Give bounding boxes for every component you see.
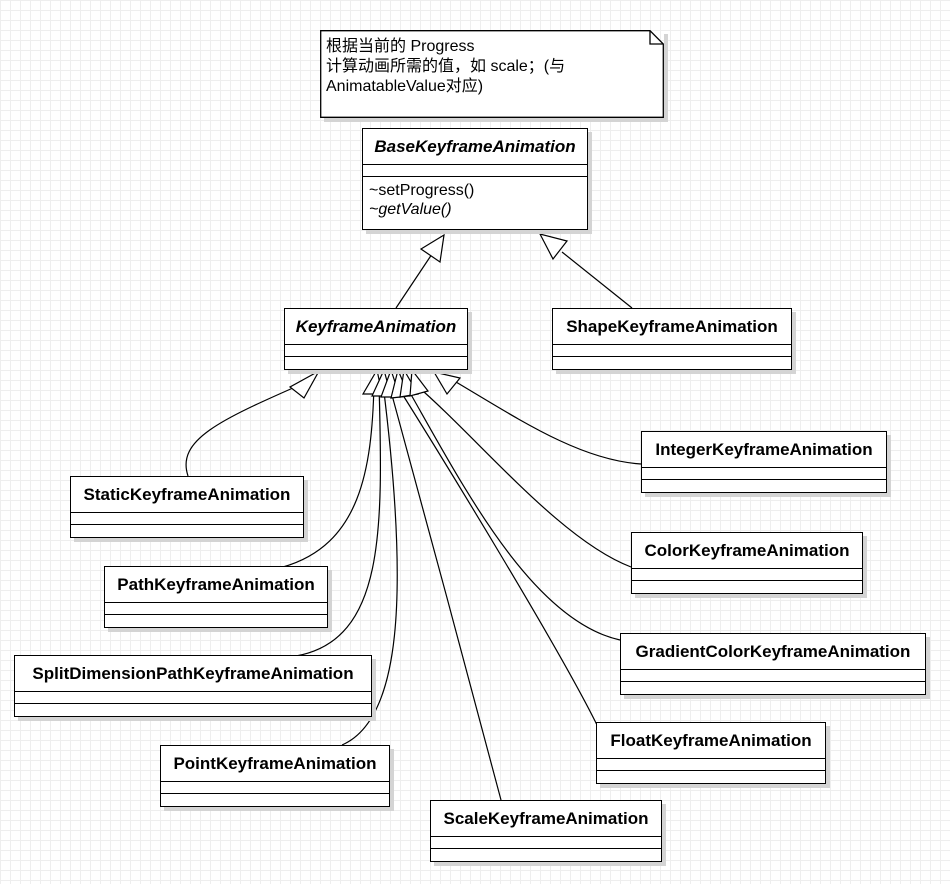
operations-compartment [105,615,327,627]
class-name: ShapeKeyframeAnimation [553,309,791,345]
arrowhead-keyframe-1 [288,369,321,399]
generalization-point-to-keyframe [341,383,398,746]
attributes-compartment [553,345,791,357]
operations-compartment [71,525,303,537]
operations-compartment [161,794,389,806]
class-name: FloatKeyframeAnimation [597,723,825,759]
generalization-integer-to-keyframe [455,381,642,465]
note-line: 计算动画所需的值，如 scale；(与 [326,58,566,75]
operations-compartment [15,704,371,716]
class-name: KeyframeAnimation [285,309,467,345]
operations-compartment [642,480,886,492]
operations-compartment [632,581,862,593]
operations-compartment: ~setProgress() ~getValue() [363,177,587,223]
class-base-keyframe-animation[interactable]: BaseKeyframeAnimation ~setProgress() ~ge… [362,128,588,230]
attributes-compartment [597,759,825,771]
class-static-keyframe-animation[interactable]: StaticKeyframeAnimation [70,476,304,538]
attributes-compartment [285,345,467,357]
class-path-keyframe-animation[interactable]: PathKeyframeAnimation [104,566,328,628]
attributes-compartment [621,670,925,682]
generalization-keyframe-to-base [395,253,433,309]
operations-compartment [597,771,825,783]
operations-compartment [285,357,467,369]
operation-get-value: ~getValue() [369,201,452,218]
generalization-scale-to-keyframe [388,383,502,801]
class-name: IntegerKeyframeAnimation [642,432,886,468]
class-float-keyframe-animation[interactable]: FloatKeyframeAnimation [596,722,826,784]
class-gradient-color-keyframe-animation[interactable]: GradientColorKeyframeAnimation [620,633,926,695]
attributes-compartment [15,692,371,704]
generalization-gradient-to-keyframe [404,383,621,641]
attributes-compartment [71,513,303,525]
note-shape [320,30,664,118]
class-scale-keyframe-animation[interactable]: ScaleKeyframeAnimation [430,800,662,862]
generalization-split-to-keyframe [295,383,382,657]
class-name: StaticKeyframeAnimation [71,477,303,513]
class-name: ScaleKeyframeAnimation [431,801,661,837]
attributes-compartment [363,165,587,177]
generalization-static-to-keyframe [185,383,303,477]
operations-compartment [553,357,791,369]
class-name: BaseKeyframeAnimation [363,129,587,165]
note-line: AnimatableValue对应) [326,78,484,95]
arrowhead-keyframe-7 [409,368,430,397]
attributes-compartment [431,837,661,849]
class-keyframe-animation[interactable]: KeyframeAnimation [284,308,468,370]
arrowhead-base-left [419,233,445,264]
generalization-shape-to-base [561,251,633,309]
class-split-dimension-path-keyframe-animation[interactable]: SplitDimensionPathKeyframeAnimation [14,655,372,717]
class-integer-keyframe-animation[interactable]: IntegerKeyframeAnimation [641,431,887,493]
note-line: 根据当前的 Progress [326,38,475,55]
note-box: 根据当前的 Progress 计算动画所需的值，如 scale；(与 Anima… [320,30,664,118]
operations-compartment [431,849,661,861]
class-color-keyframe-animation[interactable]: ColorKeyframeAnimation [631,532,863,594]
generalization-float-to-keyframe [395,383,598,726]
note-text: 根据当前的 Progress 计算动画所需的值，如 scale；(与 Anima… [326,37,565,97]
class-shape-keyframe-animation[interactable]: ShapeKeyframeAnimation [552,308,792,370]
arrowhead-base-right [538,233,569,261]
operations-compartment [621,682,925,694]
attributes-compartment [632,569,862,581]
generalization-color-to-keyframe [414,383,632,568]
class-name: PointKeyframeAnimation [161,746,389,782]
operation-set-progress: ~setProgress() [369,182,475,199]
class-point-keyframe-animation[interactable]: PointKeyframeAnimation [160,745,390,807]
attributes-compartment [161,782,389,794]
class-name: GradientColorKeyframeAnimation [621,634,925,670]
class-name: ColorKeyframeAnimation [632,533,862,569]
attributes-compartment [642,468,886,480]
generalization-path-to-keyframe [282,383,375,568]
class-name: PathKeyframeAnimation [105,567,327,603]
arrowhead-keyframe-8 [432,371,462,396]
attributes-compartment [105,603,327,615]
class-name: SplitDimensionPathKeyframeAnimation [15,656,371,692]
